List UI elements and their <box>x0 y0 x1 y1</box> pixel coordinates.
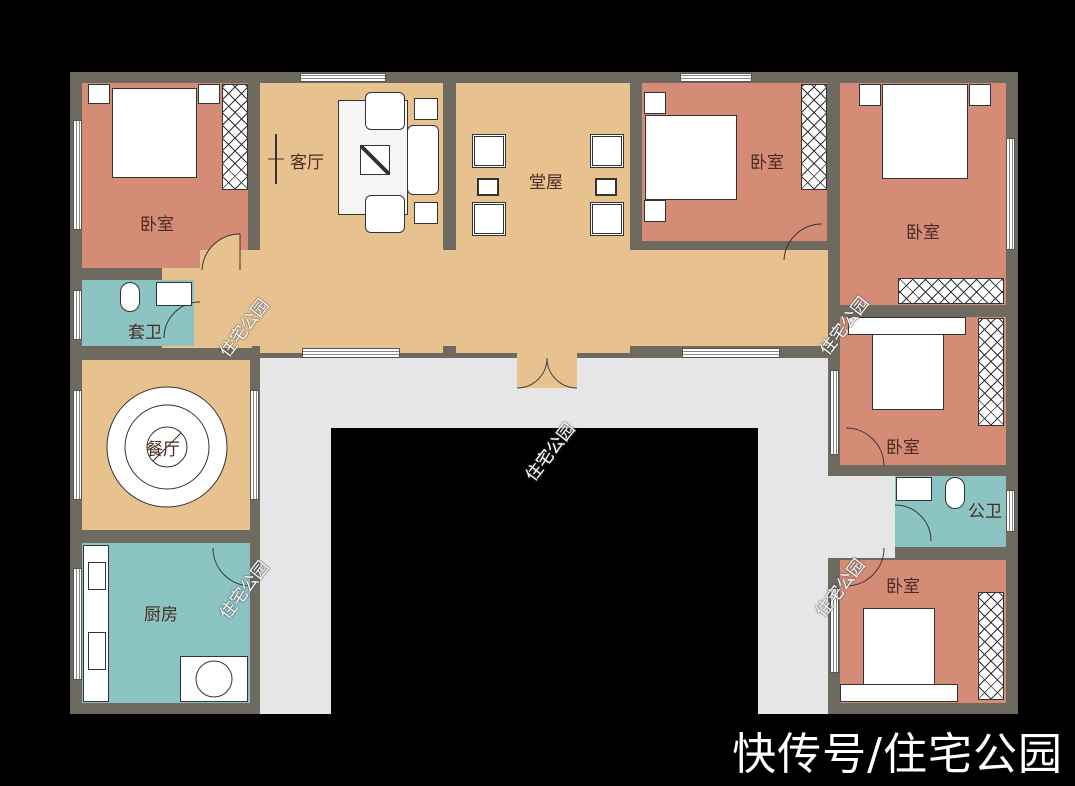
wardrobe <box>898 278 1004 304</box>
nightstand <box>859 84 881 106</box>
room-label-kitchen: 厨房 <box>144 605 178 625</box>
tea-table <box>477 178 499 196</box>
armchair <box>472 134 506 168</box>
window <box>250 390 259 500</box>
round-appliance-icon <box>195 660 233 698</box>
toilet <box>945 477 965 509</box>
stove-icon <box>88 562 106 590</box>
armchair <box>590 134 624 168</box>
nightstand <box>848 317 966 335</box>
dining-table-icon <box>106 386 228 508</box>
sofa <box>407 125 439 195</box>
room-label-bedroom-n: 卧室 <box>750 153 784 173</box>
wardrobe <box>978 318 1004 426</box>
armchair <box>365 195 405 233</box>
sink <box>896 477 932 501</box>
nightstand <box>198 84 220 104</box>
room-label-main-hall: 堂屋 <box>529 173 563 193</box>
door-swing-icon <box>783 223 823 261</box>
room-label-bedroom-e: 卧室 <box>886 438 920 458</box>
wardrobe <box>222 84 248 190</box>
wardrobe <box>801 84 827 190</box>
door-swing-icon <box>894 504 932 542</box>
side-table <box>414 202 438 224</box>
bed <box>882 84 968 179</box>
bed <box>645 115 737 200</box>
window <box>830 588 839 673</box>
corridor-north <box>200 250 828 346</box>
door-swing-icon <box>516 357 578 389</box>
window <box>830 370 839 455</box>
door-swing-icon <box>845 427 885 467</box>
toilet <box>120 282 140 312</box>
nightstand <box>969 84 991 106</box>
bed <box>112 88 197 178</box>
room-label-public-bath: 公卫 <box>968 502 1002 522</box>
east-entry <box>828 476 895 558</box>
nightstand <box>88 84 110 104</box>
courtyard-void <box>331 428 758 728</box>
footer-caption: 快传号/住宅公园 <box>732 729 1063 780</box>
side-table <box>414 98 438 120</box>
kitchen-sink-icon <box>88 632 106 670</box>
window <box>73 120 82 230</box>
armchair <box>365 92 405 130</box>
tv-icon <box>268 134 284 184</box>
door-swing-icon <box>163 301 201 339</box>
bed <box>872 330 944 410</box>
room-label-living-room: 客厅 <box>290 153 324 173</box>
tea-table <box>595 178 617 196</box>
window <box>73 290 82 340</box>
room-label-bedroom-se: 卧室 <box>886 577 920 597</box>
window <box>680 73 752 82</box>
room-label-bedroom-nw: 卧室 <box>140 215 174 235</box>
door-swing-icon <box>845 547 885 587</box>
nightstand <box>840 684 958 702</box>
armchair <box>472 202 506 236</box>
window <box>682 348 780 358</box>
window <box>302 348 400 358</box>
nightstand <box>644 92 666 114</box>
window <box>1006 490 1015 532</box>
nightstand <box>644 200 666 222</box>
window <box>1006 138 1015 250</box>
wardrobe <box>978 592 1004 700</box>
window <box>73 568 82 680</box>
room-label-dining: 餐厅 <box>146 440 180 460</box>
armchair <box>590 202 624 236</box>
door-swing-icon <box>201 233 241 271</box>
window <box>73 390 82 500</box>
coffee-table <box>360 145 390 175</box>
main-entrance-door[interactable] <box>517 346 577 388</box>
door-swing-icon <box>212 547 252 587</box>
room-label-bedroom-ne: 卧室 <box>906 223 940 243</box>
window <box>300 73 386 82</box>
sink <box>156 282 192 306</box>
bed <box>863 608 935 688</box>
room-label-ensuite-bath: 套卫 <box>128 323 162 343</box>
